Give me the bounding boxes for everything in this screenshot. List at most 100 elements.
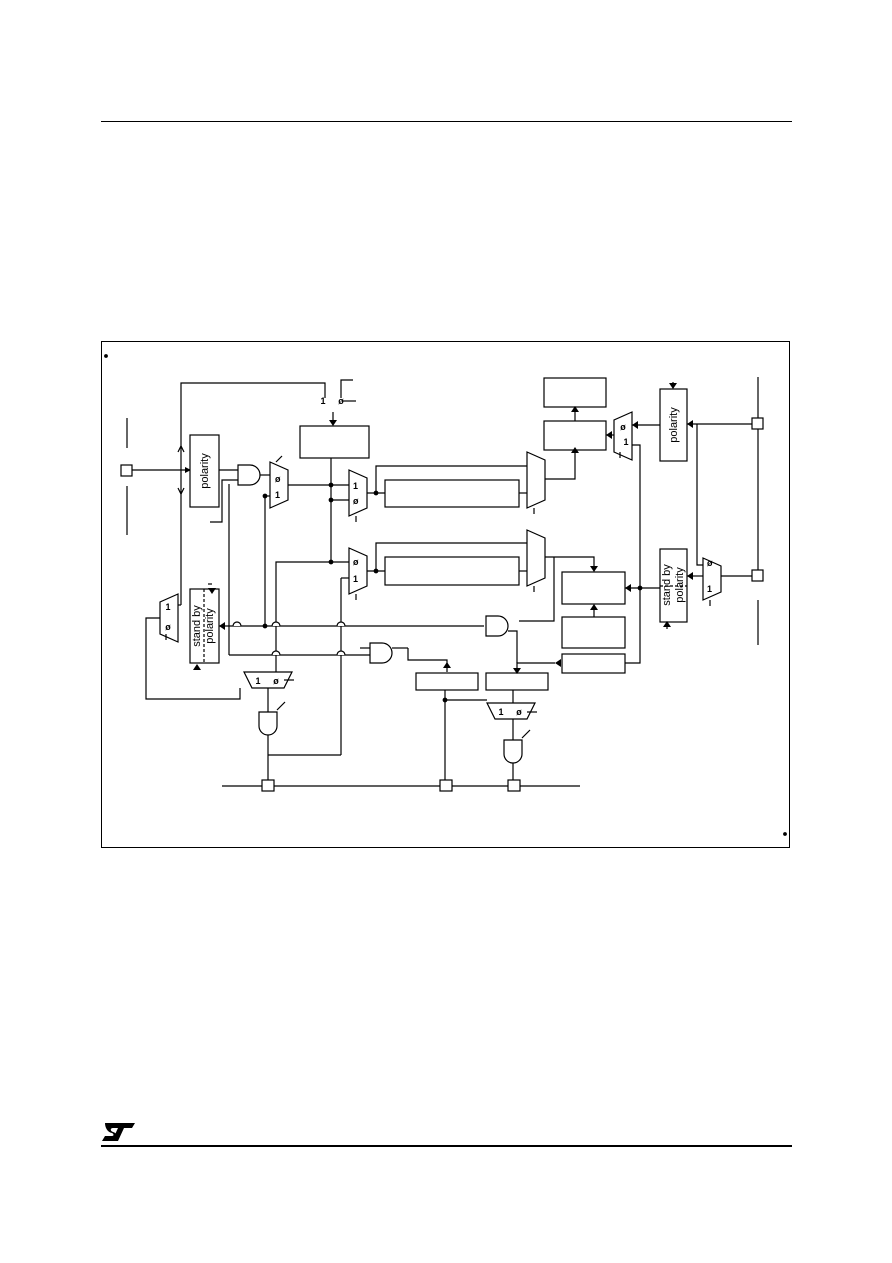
arrow-left [687, 572, 693, 580]
wire-enable [210, 479, 238, 523]
junction [373, 568, 379, 574]
wire-mid-left [275, 561, 331, 665]
mux-e-input-one: 1 [353, 574, 358, 584]
wire-and-mid-to-mux-f [519, 557, 555, 622]
arrow-left [555, 659, 561, 667]
selector-input-zero: ø [338, 396, 344, 406]
arrow-left [625, 584, 631, 592]
arrow-down [208, 588, 216, 594]
mux-a-input-zero: ø [275, 474, 281, 484]
arrow-down [329, 420, 337, 426]
mux-a-input-one: 1 [275, 490, 280, 500]
mux-d-input-zero: ø [620, 422, 626, 432]
polarity-block-left [189, 434, 220, 508]
arrow-down [590, 566, 598, 572]
mux-h-input-zero: ø [165, 622, 171, 632]
register-box-bottom-left [415, 672, 479, 691]
wire-mux-c-out [545, 452, 576, 480]
mux-e-input-zero: ø [353, 557, 359, 567]
mux-b [348, 469, 368, 517]
wire-crossover [336, 650, 346, 656]
wire-mux-h-loop [145, 617, 241, 700]
standby-polarity-label-right: polarity [674, 567, 686, 603]
counter-register-mid [384, 556, 520, 586]
corner-dot [783, 832, 787, 836]
junction [328, 482, 334, 488]
mux-d-input-one: 1 [623, 437, 628, 447]
mux-j-input-zero: ø [516, 707, 522, 717]
arrow-down [513, 668, 521, 674]
arrow-up [663, 621, 671, 627]
and-gate-vertical-left [258, 711, 278, 736]
wire-crossover [271, 621, 281, 627]
arrow-right [185, 467, 191, 473]
mux-g [702, 557, 722, 601]
wire-select [340, 379, 353, 398]
mux-e [348, 547, 368, 595]
mux-b-input-one: 1 [353, 481, 358, 491]
wire-bypass-top [375, 465, 527, 493]
mux-j-input-one: 1 [498, 707, 503, 717]
polarity-label-right: polarity [668, 407, 680, 443]
corner-dot [104, 354, 108, 358]
junction [328, 559, 334, 565]
wire-prescaler-down [516, 662, 555, 672]
header-rule [101, 121, 792, 122]
wire-mux-f-out [545, 556, 595, 570]
mux-a-select [275, 455, 283, 463]
register-box-compare [543, 420, 607, 451]
junction [262, 493, 268, 499]
standby-polarity-label-left: polarity [204, 608, 216, 644]
mux-h-input-one: 1 [165, 602, 170, 612]
mux-i-input-zero: ø [273, 676, 279, 686]
and-gate-mid [485, 615, 509, 637]
bottom-pin-mid [439, 779, 453, 792]
footer-rule [101, 1145, 792, 1147]
wire-right-bus [625, 444, 641, 664]
counter-register-top [384, 479, 520, 508]
and-gate-left-input [276, 701, 286, 711]
arrow-up [571, 406, 579, 412]
and-gate-left [237, 464, 261, 486]
arrow-left [606, 431, 612, 439]
arrow-down [669, 383, 677, 389]
wire-bypass-mid [375, 542, 527, 571]
arrow-up [443, 662, 451, 668]
bottom-pin-right [507, 779, 521, 792]
arrow-up [590, 604, 598, 610]
arrow-left [687, 420, 693, 428]
standby-label-right: stand by [661, 564, 673, 606]
wire-crossover [232, 621, 242, 627]
mux-g-input-zero: ø [707, 558, 713, 568]
standby-label-left: stand by [191, 605, 203, 647]
right-pin-bottom [751, 569, 764, 582]
wire-and-to-register [407, 648, 448, 672]
wire-pin-top-to-mux-g [696, 424, 703, 566]
junction [373, 490, 379, 496]
right-pin-top [751, 417, 764, 430]
mux-b-input-zero: ø [353, 496, 359, 506]
and-gate-right-input [521, 729, 531, 739]
left-pin [120, 464, 133, 477]
arrow-left [219, 622, 225, 630]
wire-crossover [336, 621, 346, 627]
junction [637, 585, 643, 591]
bottom-pin-left [261, 779, 275, 792]
junction [442, 697, 448, 703]
figure-frame [101, 341, 790, 848]
and-gate-vertical-right [503, 739, 523, 764]
register-box-top [543, 377, 607, 408]
junction [262, 623, 268, 629]
wire-and-mid-out [508, 630, 518, 663]
prescaler-box [561, 653, 626, 674]
st-logo-icon: ST [102, 1123, 135, 1141]
wire-top-loop [180, 382, 326, 455]
mux-j [486, 702, 536, 720]
mux-c [526, 451, 546, 509]
capture-box [561, 571, 626, 605]
arrow-up [193, 664, 201, 670]
polarity-block-right [659, 388, 688, 462]
center-block [299, 425, 370, 459]
mux-g-input-one: 1 [707, 584, 712, 594]
